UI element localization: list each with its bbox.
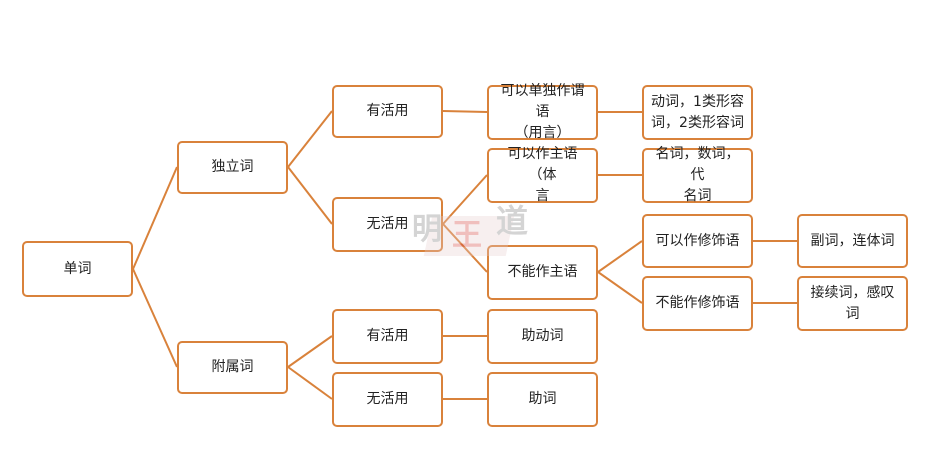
node-verbs-line1: 动词，1类形容 <box>651 93 744 110</box>
node-nouns-line2: 名词 <box>683 188 712 204</box>
node-independent: 独立词 <box>177 141 288 194</box>
node-verbs: 动词，1类形容 词，2类形容词 <box>642 85 753 140</box>
node-conj: 接续词，感叹词 <box>797 276 908 331</box>
edge-root-attached <box>132 268 178 368</box>
node-predicate-line2: （用言） <box>514 125 571 141</box>
node-root-label: 单词 <box>63 260 92 277</box>
node-attached-label: 附属词 <box>211 359 254 375</box>
node-modifier: 可以作修饰语 <box>642 214 753 268</box>
node-nosubject-label: 不能作主语 <box>507 264 578 280</box>
node-nomodifier: 不能作修饰语 <box>642 276 753 331</box>
node-ind-noinflect: 无活用 <box>332 197 443 252</box>
node-subject-line1: 可以作主语（体 <box>507 146 578 183</box>
edge-attached-noinflect <box>287 366 333 400</box>
node-att-noinflect-label: 无活用 <box>366 391 409 407</box>
node-auxverb: 助动词 <box>487 309 598 364</box>
node-ind-inflect: 有活用 <box>332 85 443 138</box>
node-adverbs: 副词，连体词 <box>797 214 908 268</box>
node-ind-noinflect-label: 无活用 <box>366 216 409 232</box>
edge-noinflect-subject <box>442 174 488 225</box>
node-subject-line2: 言 <box>535 188 550 204</box>
node-modifier-label: 可以作修饰语 <box>655 232 740 249</box>
node-conj-label: 接续词，感叹词 <box>810 284 895 322</box>
edge-inflect-predicate <box>442 110 488 113</box>
node-adverbs-label: 副词，连体词 <box>810 232 895 249</box>
node-nouns-line1: 名词，数词，代 <box>655 146 740 183</box>
node-att-inflect: 有活用 <box>332 309 443 364</box>
node-predicate: 可以单独作谓语 （用言） <box>487 83 598 141</box>
node-independent-label: 独立词 <box>211 159 254 175</box>
node-particle-label: 助词 <box>528 391 557 407</box>
node-particle: 助词 <box>487 372 598 427</box>
edge-attached-inflect <box>287 335 333 368</box>
edge-noinflect-nosubject <box>442 223 488 273</box>
node-attached: 附属词 <box>177 341 288 394</box>
node-predicate-line1: 可以单独作谓语 <box>500 83 585 120</box>
node-root: 单词 <box>22 241 133 297</box>
node-auxverb-label: 助动词 <box>521 328 564 344</box>
node-nomodifier-label: 不能作修饰语 <box>655 295 740 311</box>
edge-nosubject-nomodifier <box>597 271 643 304</box>
node-ind-inflect-label: 有活用 <box>366 103 409 119</box>
edge-nosubject-modifier <box>597 240 643 273</box>
node-verbs-line2: 词，2类形容词 <box>651 114 744 131</box>
node-att-inflect-label: 有活用 <box>366 328 409 344</box>
edge-root-independent <box>132 166 178 270</box>
node-att-noinflect: 无活用 <box>332 372 443 427</box>
edge-independent-inflect <box>287 110 333 168</box>
node-nouns: 名词，数词，代 名词 <box>642 146 753 204</box>
edge-independent-noinflect <box>287 166 333 225</box>
node-nosubject: 不能作主语 <box>487 245 598 300</box>
node-subject: 可以作主语（体 言 <box>487 146 598 204</box>
